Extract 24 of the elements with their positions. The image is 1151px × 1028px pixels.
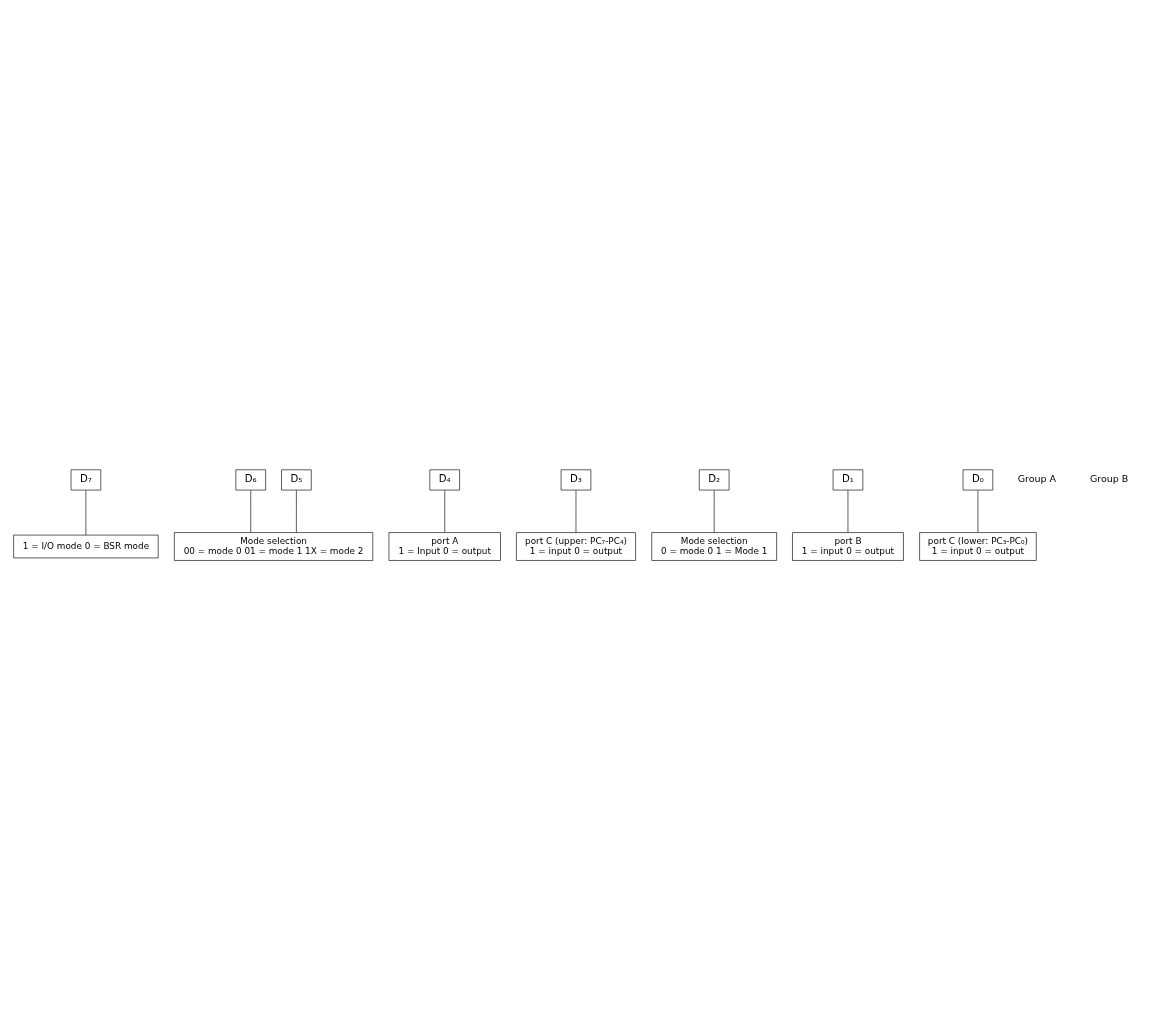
connector <box>847 489 849 533</box>
node-box: D₆ <box>235 469 266 490</box>
label: Group B <box>1089 472 1129 484</box>
node-box: D₂ <box>698 469 730 490</box>
node-box: D₅ <box>281 469 312 490</box>
node-box: D₄ <box>429 469 460 490</box>
node-box: 1 = I/O mode 0 = BSR mode <box>13 534 159 558</box>
connector <box>250 489 252 533</box>
connector <box>713 489 715 533</box>
node-box: Mode selection 0 = mode 0 1 = Mode 1 <box>651 531 777 561</box>
node-box: Mode selection 00 = mode 0 01 = mode 1 1X = mode 2 <box>174 531 374 561</box>
node-box: port C (upper: PC₇-PC₄) 1 = input 0 = output <box>516 531 636 561</box>
node-box: D₃ <box>560 469 592 490</box>
connector <box>444 489 446 533</box>
connector <box>575 489 577 533</box>
node-box: D₀ <box>962 469 994 490</box>
connector <box>977 489 979 533</box>
node-box: port A 1 = Input 0 = output <box>388 531 501 561</box>
node-box: port C (lower: PC₃-PC₀) 1 = input 0 = output <box>919 531 1037 561</box>
node-box: D₇ <box>70 469 102 490</box>
connector <box>296 489 297 533</box>
node-box: D₁ <box>832 469 864 490</box>
node-box: port B 1 = input 0 = output <box>792 531 904 561</box>
label: Group A <box>1017 472 1057 484</box>
